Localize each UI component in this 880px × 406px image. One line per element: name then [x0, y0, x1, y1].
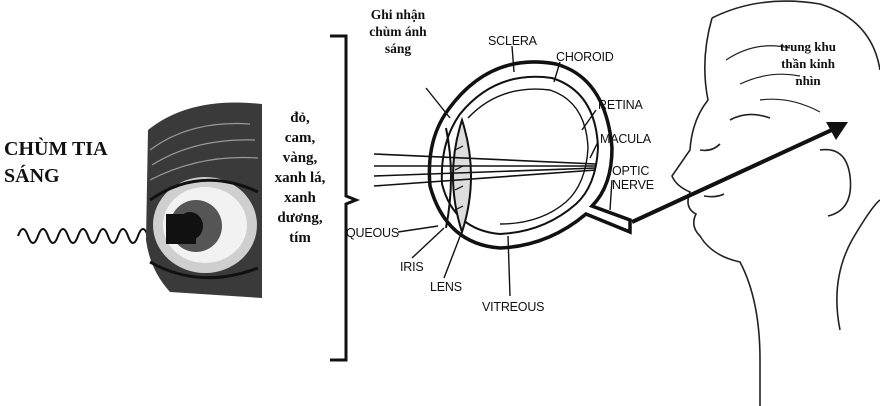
- visual-center-line-1: trung khu: [758, 38, 858, 55]
- receive-line-3: sáng: [362, 40, 434, 57]
- optic-nerve-label: OPTIC NERVE: [612, 164, 654, 192]
- receive-line-2: chùm ánh: [362, 23, 434, 40]
- retina-label: RETINA: [598, 98, 643, 112]
- receive-light-label: Ghi nhận chùm ánh sáng: [362, 6, 434, 57]
- color-list: đỏ, cam, vàng, xanh lá, xanh dương, tím: [258, 108, 342, 248]
- light-wave: [18, 229, 168, 243]
- color-item: cam,: [258, 128, 342, 148]
- visual-center-label: trung khu thần kinh nhìn: [758, 38, 858, 89]
- color-item: vàng,: [258, 148, 342, 168]
- signal-arrow: [632, 122, 848, 222]
- color-item: dương,: [258, 208, 342, 228]
- color-item: đỏ,: [258, 108, 342, 128]
- visual-center-line-2: thần kinh: [758, 55, 858, 72]
- eye-cross-section: [374, 46, 630, 296]
- color-item: xanh: [258, 188, 342, 208]
- iris-label: IRIS: [400, 260, 424, 274]
- choroid-label: CHOROID: [556, 50, 614, 64]
- receive-line-1: Ghi nhận: [362, 6, 434, 23]
- color-item: tím: [258, 228, 342, 248]
- light-beam-line-1: CHÙM TIA: [4, 136, 108, 163]
- light-beam-label: CHÙM TIA SÁNG: [4, 136, 108, 190]
- optic-nerve-line-2: NERVE: [612, 178, 654, 192]
- light-beam-line-2: SÁNG: [4, 163, 108, 190]
- lens-label: LENS: [430, 280, 462, 294]
- optic-nerve-line-1: OPTIC: [612, 164, 654, 178]
- macula-label: MACULA: [600, 132, 651, 146]
- visual-center-line-3: nhìn: [758, 72, 858, 89]
- sclera-label: SCLERA: [488, 34, 537, 48]
- color-item: xanh lá,: [258, 168, 342, 188]
- aqueous-label: QUEOUS: [346, 226, 399, 240]
- vitreous-label: VITREOUS: [482, 300, 544, 314]
- eye-engraving: [146, 102, 262, 298]
